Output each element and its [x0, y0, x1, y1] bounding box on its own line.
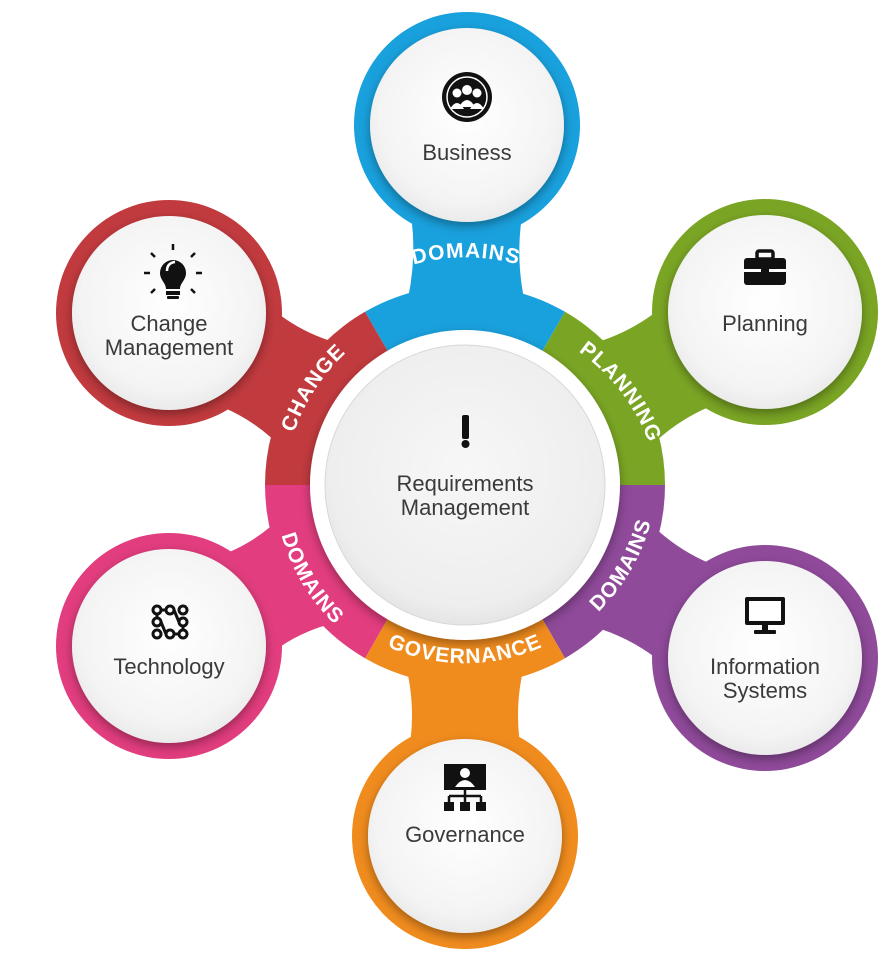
org-chart-presenter-icon	[444, 764, 486, 811]
circuit-icon	[151, 604, 189, 640]
lightbulb-icon	[144, 244, 202, 299]
exclamation-icon	[461, 415, 470, 448]
briefcase-icon	[744, 249, 786, 285]
node-label-information-systems: Information Systems	[709, 654, 821, 703]
node-disc-business	[370, 28, 564, 222]
center-title-line2: Management	[400, 495, 530, 520]
node-disc-planning	[668, 215, 862, 409]
center-title: Requirements Management	[355, 472, 575, 520]
node-label-business: Business	[422, 140, 512, 165]
node-disc-change-management	[72, 216, 266, 410]
node-label-change-management: Change Management	[104, 311, 234, 360]
node-disc-governance	[368, 739, 562, 933]
node-label-planning: Planning	[722, 311, 808, 336]
team-globe-icon	[442, 72, 492, 122]
center-title-line1: Requirements	[396, 471, 534, 496]
monitor-icon	[745, 597, 785, 634]
outer-nodes	[56, 12, 878, 949]
node-disc-information-systems	[668, 561, 862, 755]
node-disc-technology	[72, 549, 266, 743]
center-circle	[324, 344, 606, 626]
node-label-governance: Governance	[405, 822, 525, 847]
node-label-technology: Technology	[113, 654, 225, 679]
